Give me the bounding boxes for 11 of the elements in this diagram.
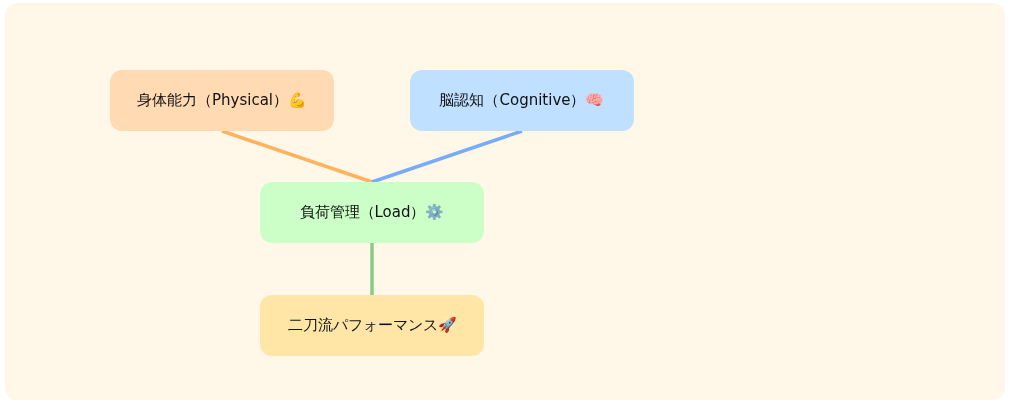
box-label: 負荷管理（Load）⚙ [299,203,445,222]
box-label: 脳認知（Cognitive）🧠 [439,91,605,110]
process-box [260,295,484,356]
connector-line [221,129,373,184]
process-box [110,70,334,131]
process-box [410,70,634,131]
box-label: 身体能力（Physical）💪 [137,91,307,110]
connector-line [371,129,523,184]
process-box [260,182,484,243]
box-label: 二刀流パフォーマンス🚀 [287,316,457,335]
connector-line [370,243,374,295]
